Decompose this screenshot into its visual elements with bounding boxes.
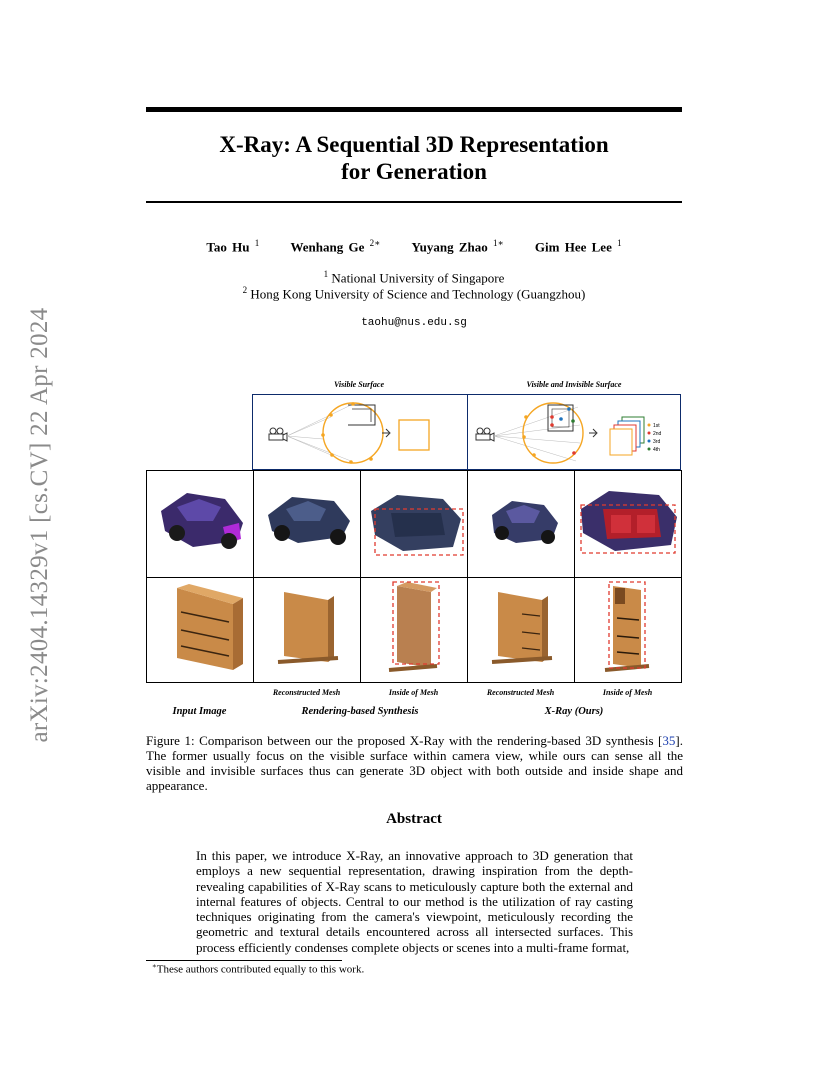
sub-label-reconstructed: Reconstructed Mesh [272, 688, 341, 697]
shelf-render-icon [491, 592, 553, 664]
svg-text:4th: 4th [653, 447, 660, 453]
inner-square-outline [348, 404, 376, 426]
shelf-render-icon [177, 584, 243, 670]
title-line-2: for Generation [341, 159, 487, 184]
shelf-inside-icon [388, 581, 440, 672]
author: Gim Hee Lee 1 [534, 238, 622, 255]
rendering-mesh-car [254, 471, 361, 578]
xray-mesh-shelf [468, 578, 575, 682]
inner-square-outline [547, 404, 574, 432]
svg-text:3rd: 3rd [653, 439, 660, 445]
xray-inside-shelf [575, 578, 682, 682]
car-inside-icon [580, 491, 677, 554]
input-image-car [147, 471, 254, 578]
figure-caption: Figure 1: Comparison between our the pro… [146, 733, 683, 793]
shelf-inside-icon [604, 581, 650, 672]
xray-inside-car [575, 471, 682, 578]
author-list: Tao Hu 1 Wenhang Ge 2∗ Yuyang Zhao 1∗ Gi… [146, 238, 682, 255]
arxiv-id-text: arXiv:2404.14329v1 [cs.CV] 22 Apr 2024 [26, 307, 53, 743]
rendering-inside-shelf [361, 578, 468, 682]
label-xray-ours: X-Ray (Ours) [544, 706, 604, 717]
car-inside-icon [371, 495, 464, 556]
title-rule-bottom [146, 201, 682, 203]
sub-label-inside: Inside of Mesh [388, 688, 439, 697]
arrow-icon [382, 428, 391, 438]
author: Tao Hu 1 [206, 238, 260, 255]
sub-label-inside: Inside of Mesh [602, 688, 653, 697]
car-render-icon [161, 493, 243, 549]
diagram-divider [467, 395, 468, 469]
author-email: taohu@nus.edu.sg [361, 317, 467, 329]
svg-text:2nd: 2nd [653, 431, 662, 437]
affiliation: 1 National University of Singapore [323, 269, 505, 286]
arxiv-identifier: arXiv:2404.14329v1 [cs.CV] 22 Apr 2024 [18, 290, 62, 760]
camera-rays [493, 406, 581, 462]
paper-title: X-Ray: A Sequential 3D Representation fo… [146, 131, 682, 185]
layer-legend: 1st 2nd 3rd 4th [647, 423, 662, 453]
camera-rays [286, 403, 354, 462]
object-circle [522, 402, 584, 464]
svg-text:1st: 1st [653, 423, 660, 429]
abstract-body: In this paper, we introduce X-Ray, an in… [196, 848, 633, 955]
sub-label-reconstructed: Reconstructed Mesh [486, 688, 555, 697]
input-image-shelf [147, 578, 254, 682]
title-rule-top [146, 107, 682, 112]
rendering-mesh-shelf [254, 578, 361, 682]
figure-head-visible: Visible Surface [333, 380, 384, 389]
citation-link[interactable]: 35 [662, 733, 676, 748]
visible-surface-diagram [268, 402, 430, 464]
output-frame [398, 419, 430, 451]
footnote-rule [146, 960, 342, 961]
title-line-1: X-Ray: A Sequential 3D Representation [219, 132, 609, 157]
camera-icon [475, 427, 495, 442]
stacked-frames-icon [609, 416, 645, 456]
xray-surface-diagram: 1st 2nd 3rd 4th [475, 402, 662, 464]
multi-hit-points [522, 407, 576, 457]
shelf-render-icon [277, 592, 339, 664]
rendering-inside-car [361, 471, 468, 578]
comparison-image-grid [146, 470, 682, 683]
hit-points [321, 402, 373, 464]
xray-mesh-car [468, 471, 575, 578]
ray-diagram-panel: 1st 2nd 3rd 4th [252, 394, 681, 470]
affiliation: 2 Hong Kong University of Science and Te… [242, 285, 586, 302]
arrow-icon [589, 428, 598, 438]
car-render-icon [492, 501, 558, 544]
figure-head-invisible: Visible and Invisible Surface [526, 380, 622, 389]
label-rendering-synthesis: Rendering-based Synthesis [301, 706, 419, 717]
car-render-icon [268, 497, 350, 545]
footnote: ∗These authors contributed equally to th… [152, 962, 365, 976]
author: Wenhang Ge 2∗ [290, 238, 381, 255]
abstract-heading: Abstract [386, 811, 442, 827]
label-input-image: Input Image [172, 706, 227, 717]
camera-icon [268, 427, 288, 442]
author: Yuyang Zhao 1∗ [411, 238, 504, 255]
